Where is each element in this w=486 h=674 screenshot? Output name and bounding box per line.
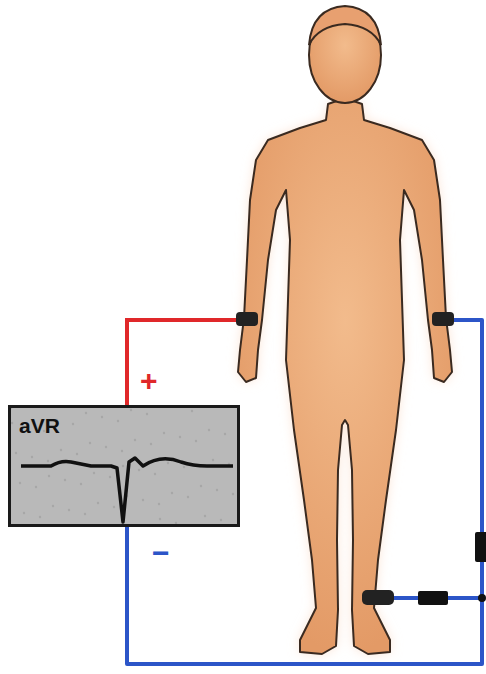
ecg-waveform <box>21 458 233 522</box>
junction-dot <box>478 594 486 602</box>
electrode <box>432 312 454 326</box>
screen-texture <box>101 416 103 418</box>
screen-texture <box>19 482 21 484</box>
screen-texture <box>220 519 222 521</box>
hair <box>309 6 381 45</box>
screen-texture <box>60 449 62 451</box>
screen-texture <box>84 513 86 515</box>
screen-texture <box>187 496 189 498</box>
screen-texture <box>11 422 13 424</box>
screen-texture <box>47 460 49 462</box>
polarity-plus: + <box>140 366 158 396</box>
screen-texture <box>171 492 173 494</box>
screen-texture <box>31 456 33 458</box>
screen-texture <box>154 473 156 475</box>
screen-texture <box>105 446 107 448</box>
screen-texture <box>52 505 54 507</box>
screen-texture <box>109 476 111 478</box>
screen-texture <box>89 442 91 444</box>
resistor-symbol <box>475 532 486 562</box>
screen-texture <box>200 485 202 487</box>
screen-texture <box>138 469 140 471</box>
screen-texture <box>191 410 193 412</box>
screen-texture <box>48 475 50 477</box>
screen-texture <box>72 423 74 425</box>
lead-name: aVR <box>19 414 60 438</box>
screen-texture <box>208 429 210 431</box>
body-outline <box>238 98 452 654</box>
screen-texture <box>224 433 226 435</box>
screen-texture <box>150 443 152 445</box>
monitor-box: aVR <box>8 405 240 527</box>
screen-texture <box>85 412 87 414</box>
screen-texture <box>232 493 234 495</box>
screen-texture <box>80 483 82 485</box>
screen-texture <box>167 462 169 464</box>
screen-texture <box>117 420 119 422</box>
screen-texture <box>146 413 148 415</box>
electrode <box>236 312 258 326</box>
screen-texture <box>142 499 144 501</box>
screen-texture <box>159 518 161 520</box>
screen-texture <box>11 408 12 409</box>
head <box>309 7 381 103</box>
screen-texture <box>130 409 132 411</box>
screen-texture <box>76 453 78 455</box>
screen-texture <box>39 516 41 518</box>
screen-texture <box>134 439 136 441</box>
body-glow <box>238 98 452 654</box>
polarity-minus: − <box>152 538 170 568</box>
screen-texture <box>93 472 95 474</box>
screen-texture <box>68 509 70 511</box>
screen-texture <box>97 502 99 504</box>
screen-texture <box>216 489 218 491</box>
screen-texture <box>121 450 123 452</box>
electrode <box>362 590 394 605</box>
screen-texture <box>204 515 206 517</box>
screen-texture <box>15 452 17 454</box>
screen-texture <box>64 479 66 481</box>
screen-texture <box>212 459 214 461</box>
screen-texture <box>158 503 160 505</box>
screen-texture <box>163 432 165 434</box>
screen-texture <box>183 466 185 468</box>
resistor-symbol <box>418 591 448 605</box>
screen-texture <box>35 486 37 488</box>
screen-texture <box>175 522 177 524</box>
screen-texture <box>179 436 181 438</box>
red-wire <box>127 320 242 405</box>
screen-texture <box>122 465 124 467</box>
screen-texture <box>113 506 115 508</box>
screen-texture <box>23 512 25 514</box>
screen-texture <box>195 440 197 442</box>
